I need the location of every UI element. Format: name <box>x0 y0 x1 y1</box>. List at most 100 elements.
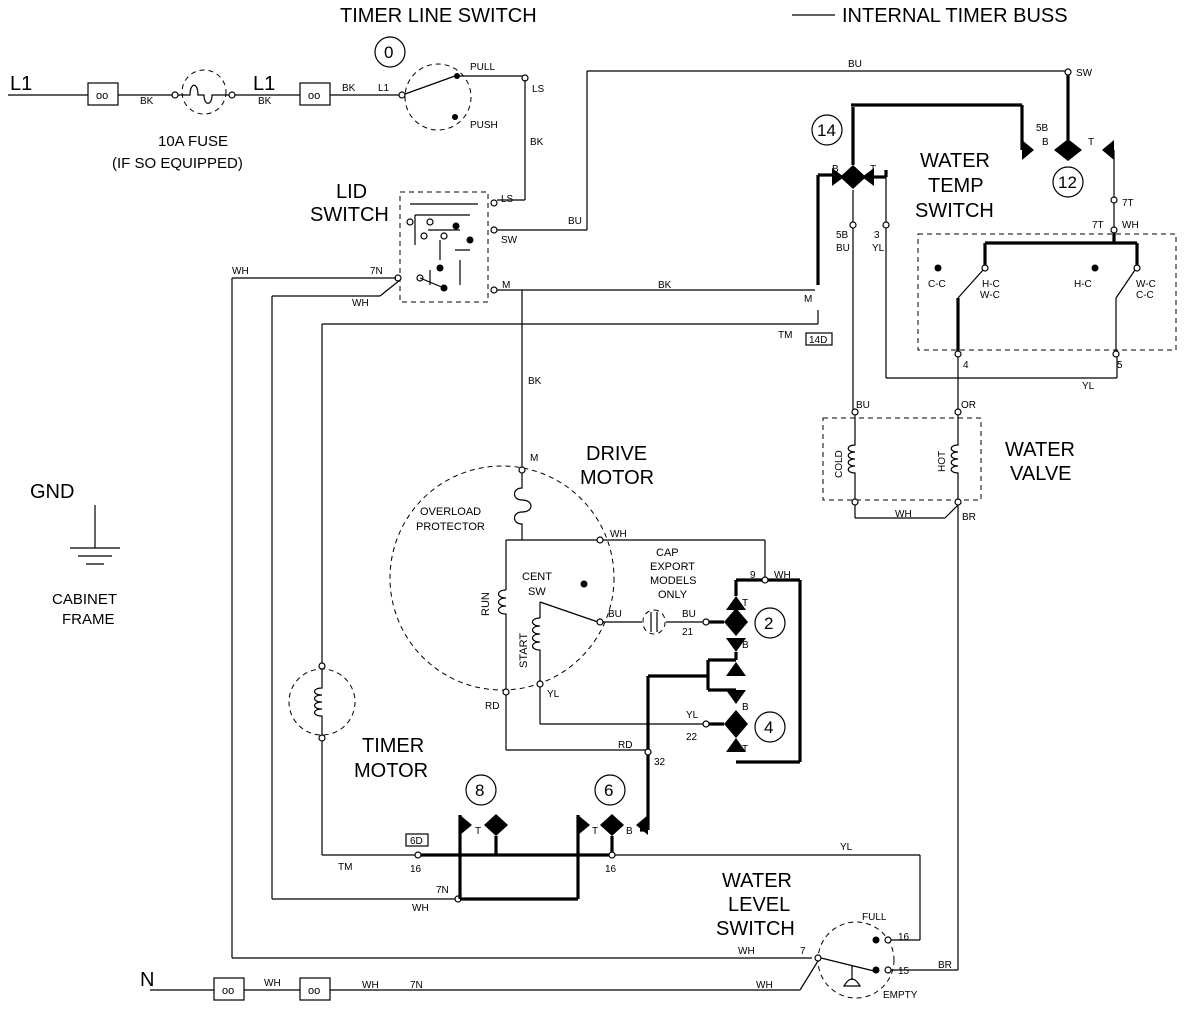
wire-label: BU <box>608 609 622 620</box>
wire-wh-valve <box>944 504 959 519</box>
lid-contact <box>406 218 414 226</box>
terminal-label: 22 <box>686 732 698 743</box>
cam-number: 2 <box>764 614 773 633</box>
wire-label: BK <box>658 280 672 291</box>
cam-number: 12 <box>1058 173 1077 192</box>
cap-label-2: EXPORT <box>650 561 695 573</box>
cent-terminal <box>596 618 604 626</box>
terminal-label: 7N <box>436 885 449 896</box>
hot-label: HOT <box>937 451 948 472</box>
fuse-terminal <box>171 91 179 99</box>
fuse-element <box>178 84 230 104</box>
empty-label: EMPTY <box>883 990 918 1001</box>
16-terminal-c <box>884 936 892 944</box>
capacitor-housing <box>642 609 666 635</box>
terminal-label: B <box>626 826 633 837</box>
terminal-label: T <box>742 598 748 609</box>
temp-contact <box>1091 264 1099 272</box>
water-level-title-3: SWITCH <box>716 918 795 940</box>
drive-motor-title-1: DRIVE <box>586 443 647 465</box>
terminal-label: TM <box>338 862 352 873</box>
wire-label: BU <box>856 400 870 411</box>
cam-8 <box>465 774 497 806</box>
connector-l1-b <box>299 82 331 106</box>
switch-blade <box>404 75 456 95</box>
lid-contact <box>452 222 460 230</box>
cam-6-contact <box>600 814 624 836</box>
wire-label: BU <box>848 59 862 70</box>
valve-terminal <box>851 498 859 506</box>
water-valve-housing <box>822 417 982 501</box>
wire-label: BK <box>258 96 272 107</box>
wire-label: BK <box>530 137 544 148</box>
temp-pos: W-C <box>980 290 1000 301</box>
wire-label: BU <box>568 216 582 227</box>
temp-blade <box>957 269 984 299</box>
5b-terminal <box>849 221 857 229</box>
terminal-label: T <box>1088 137 1094 148</box>
switch-terminal <box>398 91 406 99</box>
lid-contact <box>426 218 434 226</box>
cam-4 <box>754 711 786 743</box>
terminal-label: LS <box>532 84 545 95</box>
cam-6-b <box>636 815 648 835</box>
terminal-label: T <box>592 826 598 837</box>
cold-label: COLD <box>834 450 845 478</box>
timer-motor-terminal <box>318 734 326 742</box>
cam-number: 14 <box>817 121 836 140</box>
cam-number: 0 <box>384 43 393 62</box>
overload-protector <box>513 473 532 540</box>
terminal-label: 5B <box>1036 123 1049 134</box>
water-level-title-2: LEVEL <box>728 894 790 916</box>
wire-label: YL <box>840 842 853 853</box>
wire-label: WH <box>232 266 249 277</box>
level-contact-full <box>872 936 880 944</box>
terminal-label: 5 <box>1117 360 1123 371</box>
terminal-label: 7T <box>1092 220 1104 231</box>
wire-label: WH <box>774 570 791 581</box>
cap-label-4: ONLY <box>658 589 688 601</box>
water-temp-switch-housing <box>917 233 1177 351</box>
temp-contact <box>934 264 942 272</box>
fuse-label: 10A FUSE <box>158 133 228 150</box>
wire-label: YL <box>686 710 699 721</box>
fuse-terminal <box>228 91 236 99</box>
terminal-label: 4 <box>963 360 969 371</box>
cam-12-b <box>1022 140 1034 160</box>
start-label: START <box>518 633 530 668</box>
terminal-label: SW <box>1076 68 1093 79</box>
water-temp-title-1: WATER <box>920 150 990 172</box>
connector-symbol: oo <box>96 90 108 102</box>
lid-contact <box>436 264 444 272</box>
water-level-title-1: WATER <box>722 870 792 892</box>
gnd-label: GND <box>30 481 74 503</box>
cam-number: 8 <box>475 781 484 800</box>
tag-6d <box>405 833 429 847</box>
water-temp-title-2: TEMP <box>928 175 984 197</box>
terminal-label: 16 <box>605 864 617 875</box>
terminal-label: 7N <box>370 266 383 277</box>
cam-4-b <box>726 690 746 704</box>
terminal-label: M <box>502 280 510 291</box>
wire-label: WH <box>1122 220 1139 231</box>
terminal-label: B <box>742 702 749 713</box>
timer-line-switch-housing <box>404 63 472 131</box>
connector-symbol: oo <box>222 985 234 997</box>
wire-label: OR <box>961 400 976 411</box>
wire-label: WH <box>352 298 369 309</box>
cam-12-t <box>1102 140 1114 160</box>
run-label: RUN <box>480 592 492 616</box>
wh-motor-terminal <box>596 536 604 544</box>
temp-pos: H-C <box>1074 279 1092 290</box>
m-lid-terminal <box>490 286 498 294</box>
rd-terminal <box>502 688 510 696</box>
valve-terminal <box>954 498 962 506</box>
ls-lid-terminal <box>490 199 498 207</box>
run-winding <box>497 589 507 690</box>
cam-0 <box>374 36 406 68</box>
sw-terminal <box>1064 68 1072 76</box>
terminal-label: T <box>742 744 748 755</box>
wire-label: YL <box>872 243 885 254</box>
start-winding <box>531 617 541 682</box>
